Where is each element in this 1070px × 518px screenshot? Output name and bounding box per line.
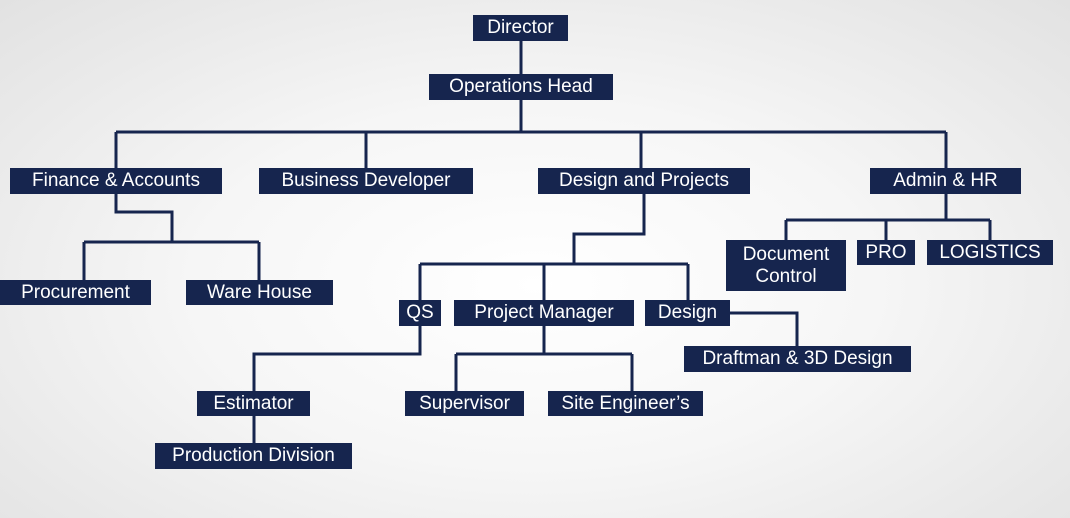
node-logistics: LOGISTICS bbox=[927, 240, 1053, 265]
node-supervisor: Supervisor bbox=[405, 391, 524, 416]
node-pro: PRO bbox=[857, 240, 915, 265]
node-business-developer: Business Developer bbox=[259, 168, 473, 194]
node-production-division: Production Division bbox=[155, 443, 352, 469]
node-qs: QS bbox=[399, 300, 441, 326]
node-document-control-line1: Document bbox=[742, 243, 830, 265]
node-design: Design bbox=[645, 300, 730, 326]
connector-design-draftman bbox=[730, 311, 799, 346]
node-document-control: Document Control bbox=[726, 240, 846, 291]
node-document-control-line2: Control bbox=[755, 265, 817, 287]
node-design-and-projects: Design and Projects bbox=[538, 168, 750, 194]
connector-finance-down bbox=[114, 194, 174, 242]
node-ware-house: Ware House bbox=[186, 280, 333, 305]
node-estimator: Estimator bbox=[197, 391, 310, 416]
connector-qs-estimator bbox=[252, 326, 422, 391]
node-operations-head: Operations Head bbox=[429, 74, 613, 100]
node-project-manager: Project Manager bbox=[454, 300, 634, 326]
node-procurement: Procurement bbox=[0, 280, 151, 305]
connector-design-projects-down bbox=[572, 194, 646, 264]
node-finance-accounts: Finance & Accounts bbox=[10, 168, 222, 194]
node-site-engineer: Site Engineer’s bbox=[548, 391, 703, 416]
node-director: Director bbox=[473, 15, 568, 41]
node-draftman-3d-design: Draftman & 3D Design bbox=[684, 346, 911, 372]
node-admin-hr: Admin & HR bbox=[870, 168, 1021, 194]
